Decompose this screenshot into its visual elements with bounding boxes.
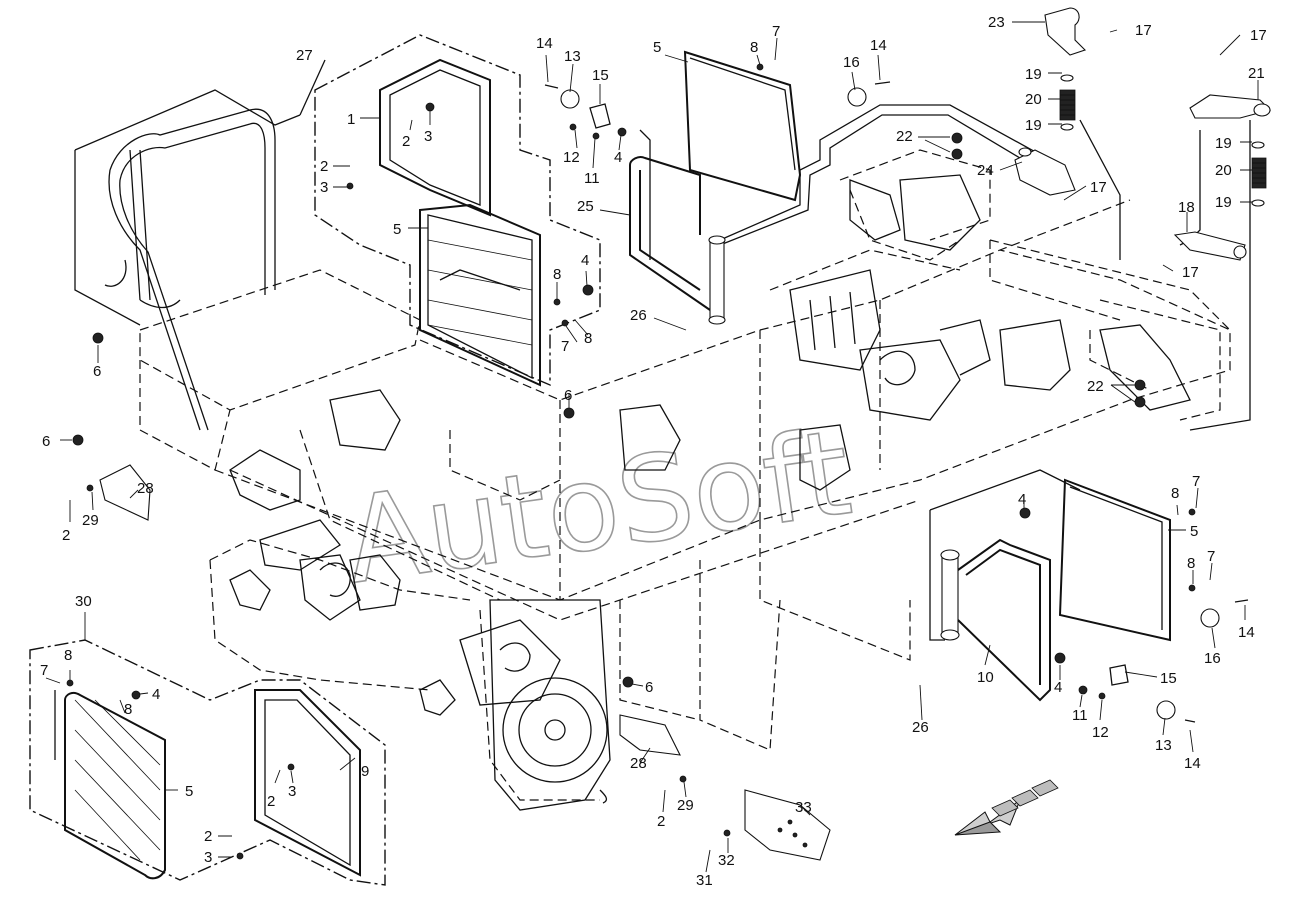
- callout-2: 2: [62, 527, 70, 544]
- callout-2: 2: [267, 793, 275, 810]
- callout-15: 15: [592, 67, 609, 84]
- callout-8: 8: [750, 39, 758, 56]
- callout-29: 29: [677, 797, 694, 814]
- callout-17: 17: [1182, 264, 1199, 281]
- callout-8: 8: [1187, 555, 1195, 572]
- callout-20: 20: [1025, 91, 1042, 108]
- callout-19: 19: [1025, 66, 1042, 83]
- callout-30: 30: [75, 593, 92, 610]
- callout-8: 8: [64, 647, 72, 664]
- group-27-box: [314, 34, 601, 387]
- callout-28: 28: [630, 755, 647, 772]
- callout-4: 4: [614, 149, 622, 166]
- callout-17: 17: [1250, 27, 1267, 44]
- callout-8: 8: [584, 330, 592, 347]
- callout-26: 26: [912, 719, 929, 736]
- callout-13: 13: [564, 48, 581, 65]
- callout-23: 23: [988, 14, 1005, 31]
- callout-12: 12: [563, 149, 580, 166]
- callout-14: 14: [870, 37, 887, 54]
- callout-21: 21: [1248, 65, 1265, 82]
- callout-31: 31: [696, 872, 713, 889]
- callout-6: 6: [645, 679, 653, 696]
- callout-2: 2: [204, 828, 212, 845]
- plates: [99, 464, 831, 861]
- callout-labels: 27 1 2 3 2 3 5 14 13 15 12 11 4 5 8 7 16…: [40, 14, 1267, 889]
- callout-8: 8: [1171, 485, 1179, 502]
- spring-left: [1059, 74, 1076, 131]
- callout-7: 7: [1207, 548, 1215, 565]
- callout-6: 6: [564, 387, 572, 404]
- callout-2: 2: [402, 133, 410, 150]
- callout-3: 3: [204, 849, 212, 866]
- callout-7: 7: [772, 23, 780, 40]
- callout-12: 12: [1092, 724, 1109, 741]
- callout-16: 16: [843, 54, 860, 71]
- callout-3: 3: [288, 783, 296, 800]
- callout-4: 4: [152, 686, 160, 703]
- callout-9: 9: [361, 763, 369, 780]
- callout-13: 13: [1155, 737, 1172, 754]
- callout-33: 33: [795, 799, 812, 816]
- callout-26: 26: [630, 307, 647, 324]
- callout-4: 4: [1054, 679, 1062, 696]
- callout-28: 28: [137, 480, 154, 497]
- callout-18: 18: [1178, 199, 1195, 216]
- callout-3: 3: [424, 128, 432, 145]
- callout-5: 5: [653, 39, 661, 56]
- callout-14: 14: [1238, 624, 1255, 641]
- callout-19: 19: [1215, 194, 1232, 211]
- front-handrail: [104, 108, 276, 431]
- callout-20: 20: [1215, 162, 1232, 179]
- panel-5-right: [940, 478, 1171, 702]
- callout-5: 5: [185, 783, 193, 800]
- callout-29: 29: [82, 512, 99, 529]
- callout-6: 6: [93, 363, 101, 380]
- callout-19: 19: [1215, 135, 1232, 152]
- callout-5: 5: [1190, 523, 1198, 540]
- long-leaders: [74, 59, 1251, 641]
- callout-2: 2: [320, 158, 328, 175]
- callout-14: 14: [536, 35, 553, 52]
- group-30-box: [29, 639, 386, 886]
- spring-right: [1251, 141, 1267, 207]
- callout-25: 25: [577, 198, 594, 215]
- callout-14: 14: [1184, 755, 1201, 772]
- callout-4: 4: [581, 252, 589, 269]
- callout-27: 27: [296, 47, 313, 64]
- main-frame: [139, 149, 1231, 801]
- callout-3: 3: [320, 179, 328, 196]
- callout-10: 10: [977, 669, 994, 686]
- callout-17: 17: [1090, 179, 1107, 196]
- callout-16: 16: [1204, 650, 1221, 667]
- callout-17: 17: [1135, 22, 1152, 39]
- callout-7: 7: [561, 338, 569, 355]
- callout-5: 5: [393, 221, 401, 238]
- callout-1: 1: [347, 111, 355, 128]
- callout-2: 2: [657, 813, 665, 830]
- direction-arrow-icon: [954, 779, 1059, 836]
- callout-11: 11: [1072, 707, 1088, 724]
- callout-4: 4: [1018, 491, 1026, 508]
- callout-32: 32: [718, 852, 735, 869]
- callout-22: 22: [896, 128, 913, 145]
- leader-lines: [45, 21, 1259, 873]
- callout-11: 11: [584, 170, 600, 187]
- callout-8: 8: [553, 266, 561, 283]
- callout-7: 7: [40, 662, 48, 679]
- right-brackets: [1014, 7, 1272, 261]
- callout-19: 19: [1025, 117, 1042, 134]
- callout-7: 7: [1192, 473, 1200, 490]
- watermark-text: AutoSoft: [337, 403, 858, 610]
- callout-22: 22: [1087, 378, 1104, 395]
- engine-brackets: [229, 174, 1191, 811]
- callout-8: 8: [124, 701, 132, 718]
- callout-15: 15: [1160, 670, 1177, 687]
- panel-5-top: [629, 50, 802, 325]
- callout-24: 24: [977, 162, 994, 179]
- callout-6: 6: [42, 433, 50, 450]
